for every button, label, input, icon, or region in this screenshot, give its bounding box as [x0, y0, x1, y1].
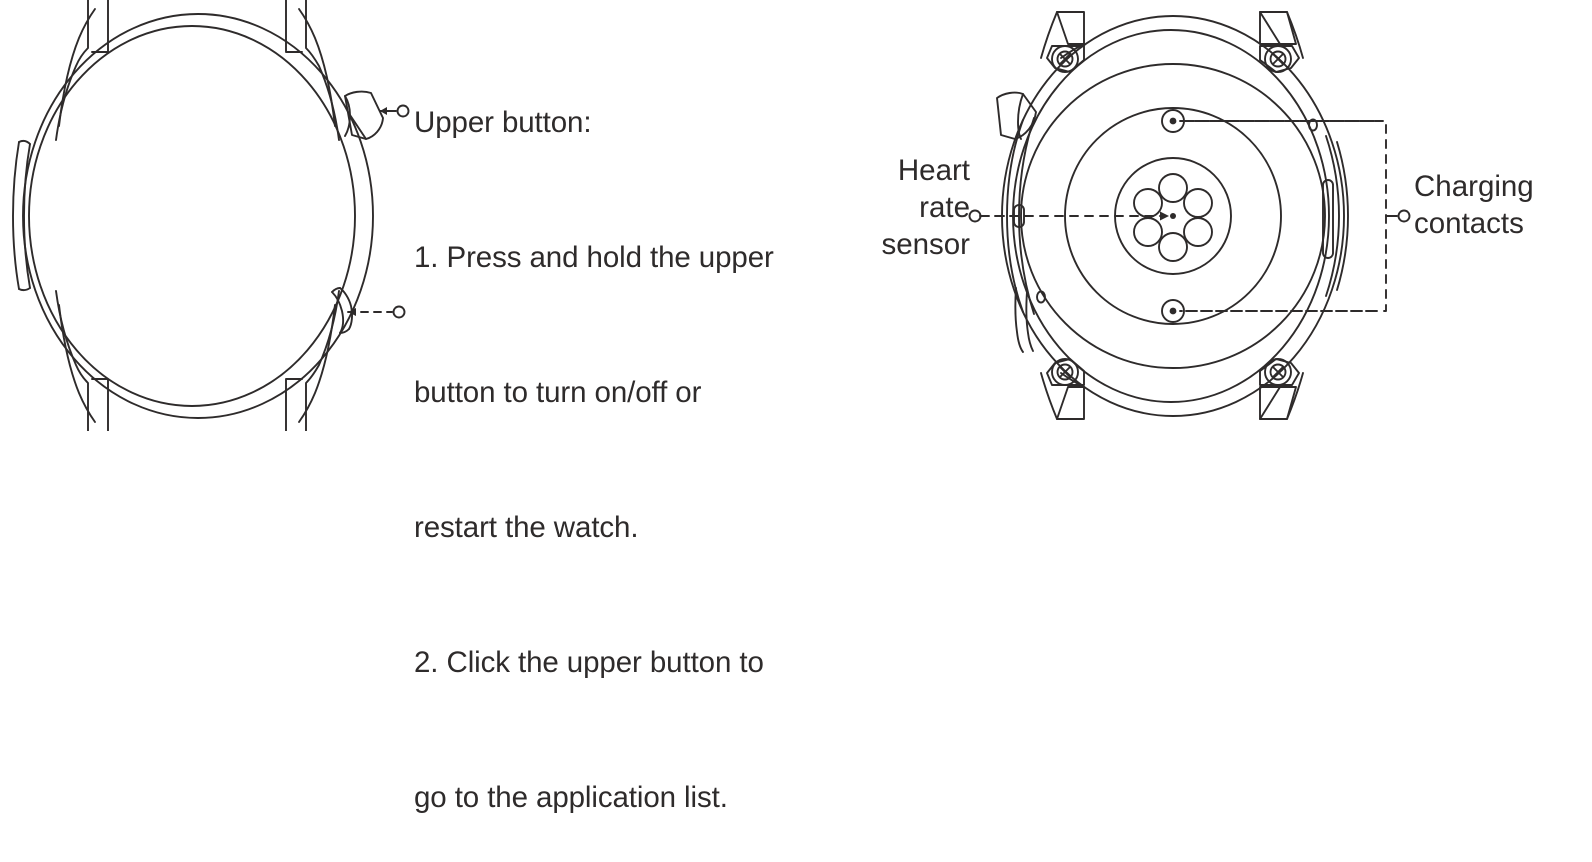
sensor-window-6 [1158, 232, 1188, 262]
sensor-window-5 [1183, 217, 1213, 247]
side-button[interactable] [996, 91, 1037, 140]
strap-lug-bottom-right [285, 290, 340, 431]
heart-rate-leader-line [979, 211, 1176, 221]
lower-button-leader-line [347, 305, 406, 319]
case-nub-lower-left [1014, 287, 1034, 353]
heart-rate-sensor-label: Heart rate sensor [830, 152, 970, 263]
microphone-hole [1036, 290, 1046, 304]
strap-lug-bottom-left [55, 290, 109, 431]
watch-back-view [979, 11, 1380, 420]
instruction-text-block: Upper button: 1. Press and hold the uppe… [414, 10, 854, 862]
watch-case-bezel [28, 25, 356, 407]
heart-rate-sensor-label-line-2: rate [919, 191, 970, 224]
case-screw-bottom-left [1046, 358, 1085, 386]
case-flank-left [12, 140, 31, 292]
diagram-canvas: Upper button: 1. Press and hold the uppe… [12, 0, 1589, 814]
case-screw-bottom-right [1259, 358, 1300, 386]
charging-contacts-leader-lines [1185, 120, 1380, 312]
strap-lug-top-right [1259, 11, 1304, 59]
watch-front-view [12, 0, 410, 431]
instruction-line-2b: go to the application list. [414, 781, 728, 814]
case-screw-top-left [1046, 45, 1085, 73]
instruction-line-1a: 1. Press and hold the upper [414, 241, 774, 274]
instruction-line-upper-heading: Upper button: [414, 106, 592, 139]
strap-lug-bottom-right [1259, 372, 1304, 420]
lower-button[interactable] [331, 287, 353, 334]
heart-rate-sensor-label-line-1: Heart [897, 154, 970, 187]
upper-button-leader-line [379, 104, 410, 118]
instruction-line-1b: button to turn on/off or [414, 376, 702, 409]
strap-lug-top-left [55, 0, 109, 141]
charging-contacts-marker [1385, 209, 1411, 223]
charging-contact-top [1161, 109, 1185, 133]
sensor-window-4 [1133, 217, 1163, 247]
heart-rate-sensor-label-line-3: sensor [881, 228, 970, 261]
upper-button[interactable] [344, 90, 384, 140]
instruction-line-1c: restart the watch. [414, 511, 639, 544]
charging-contact-bottom [1161, 299, 1185, 323]
sensor-window-1 [1158, 173, 1188, 203]
charging-contacts-label-line-2: contacts [1414, 207, 1524, 240]
charging-contacts-label-line-1: Charging [1414, 170, 1534, 203]
charging-contacts-label: Charging contacts [1414, 168, 1589, 242]
instruction-line-2a: 2. Click the upper button to [414, 646, 764, 679]
sensor-window-3 [1183, 188, 1213, 218]
strap-lug-top-right [285, 0, 340, 141]
watch-case-outer [22, 13, 374, 419]
case-screw-top-right [1259, 45, 1300, 73]
sensor-window-2 [1133, 188, 1163, 218]
